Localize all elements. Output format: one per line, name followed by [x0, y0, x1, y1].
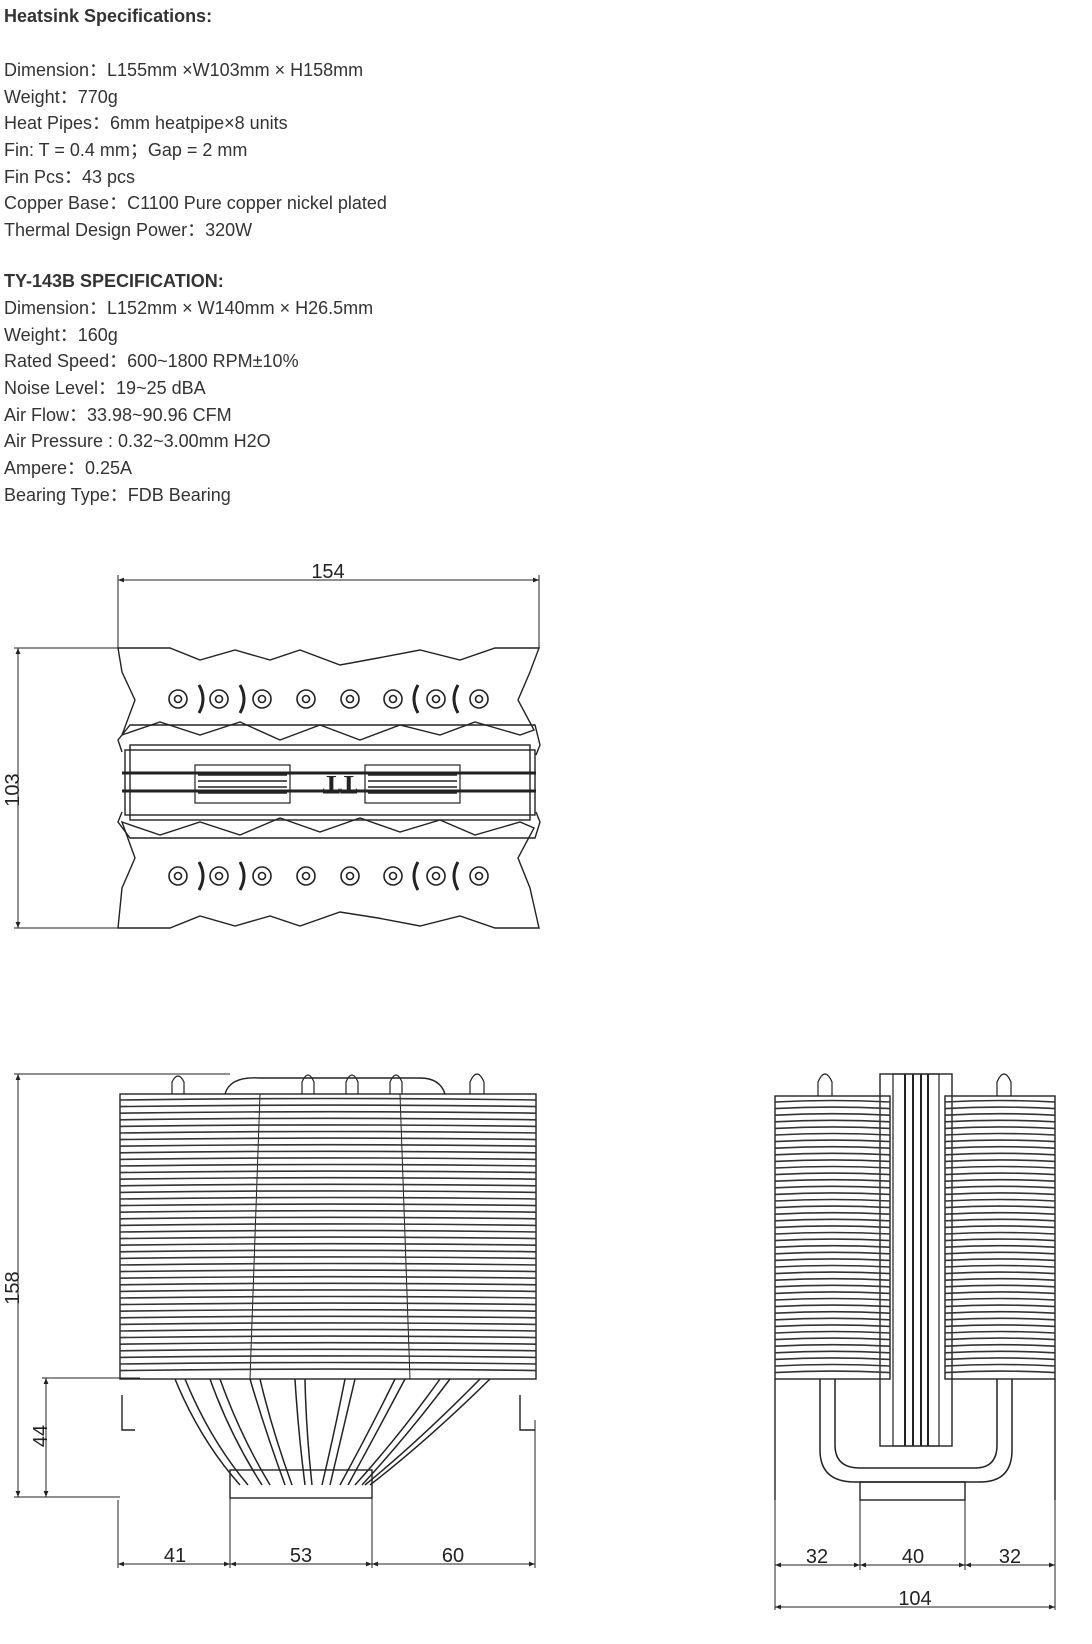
top-view-height-label: 103	[2, 773, 24, 806]
side-seg-right-label: 32	[999, 1546, 1021, 1568]
heatsink-spec-line: Dimension：L155mm ×W103mm × H158mm	[4, 60, 364, 80]
top-view-width-label: 154	[311, 561, 344, 583]
fan-spec-line: Bearing Type：FDB Bearing	[4, 484, 231, 505]
fan-spec-line: Noise Level：19~25 dBA	[4, 377, 206, 398]
front-seg-right-label: 60	[442, 1545, 464, 1567]
heatsink-spec-line: Fin: T = 0.4 mm；Gap = 2 mm	[4, 140, 248, 161]
side-total-label: 104	[898, 1588, 931, 1610]
top-view-drawing	[14, 575, 541, 929]
heatsink-spec-line: Thermal Design Power：320W	[4, 220, 253, 241]
front-height-label: 158	[2, 1271, 24, 1304]
heatsink-spec-list: Dimension：L155mm ×W103mm × H158mm Weight…	[4, 57, 704, 244]
heatsink-spec-line: Copper Base：C1100 Pure copper nickel pla…	[4, 193, 387, 214]
front-base-height-label: 44	[30, 1425, 52, 1447]
front-fins	[119, 1097, 537, 1372]
fan-spec-list: Dimension：L152mm × W140mm × H26.5mm Weig…	[4, 295, 704, 509]
fan-spec-line: Air Flow：33.98~90.96 CFM	[4, 404, 232, 425]
heatsink-spec-line: Fin Pcs：43 pcs	[4, 166, 136, 187]
fan-spec-line: Dimension：L152mm × W140mm × H26.5mm	[4, 297, 374, 318]
tt-logo: TT	[323, 770, 358, 799]
side-fins	[774, 1099, 1056, 1374]
side-seg-left-label: 32	[806, 1546, 828, 1568]
fan-spec-title: TY-143B SPECIFICATION:	[4, 270, 224, 291]
heatsink-spec-title: Heatsink Specifications:	[4, 6, 213, 26]
front-seg-mid-label: 53	[290, 1545, 312, 1567]
fan-spec-line: Rated Speed：600~1800 RPM±10%	[4, 351, 299, 372]
heatsink-spec-line: Weight：770g	[4, 86, 118, 107]
fan-spec-line: Weight：160g	[4, 324, 118, 345]
fan-spec-line: Air Pressure : 0.32~3.00mm H2O	[4, 431, 271, 452]
heatsink-spec-line: Heat Pipes：6mm heatpipe×8 units	[4, 113, 288, 134]
spec-text: Heatsink Specifications: Dimension：L155m…	[4, 0, 704, 508]
front-view-drawing	[14, 1073, 537, 1568]
fan-spec-line: Ampere：0.25A	[4, 457, 133, 478]
side-view-drawing	[774, 1073, 1056, 1610]
front-seg-left-label: 41	[164, 1545, 186, 1567]
side-seg-mid-label: 40	[902, 1546, 924, 1568]
